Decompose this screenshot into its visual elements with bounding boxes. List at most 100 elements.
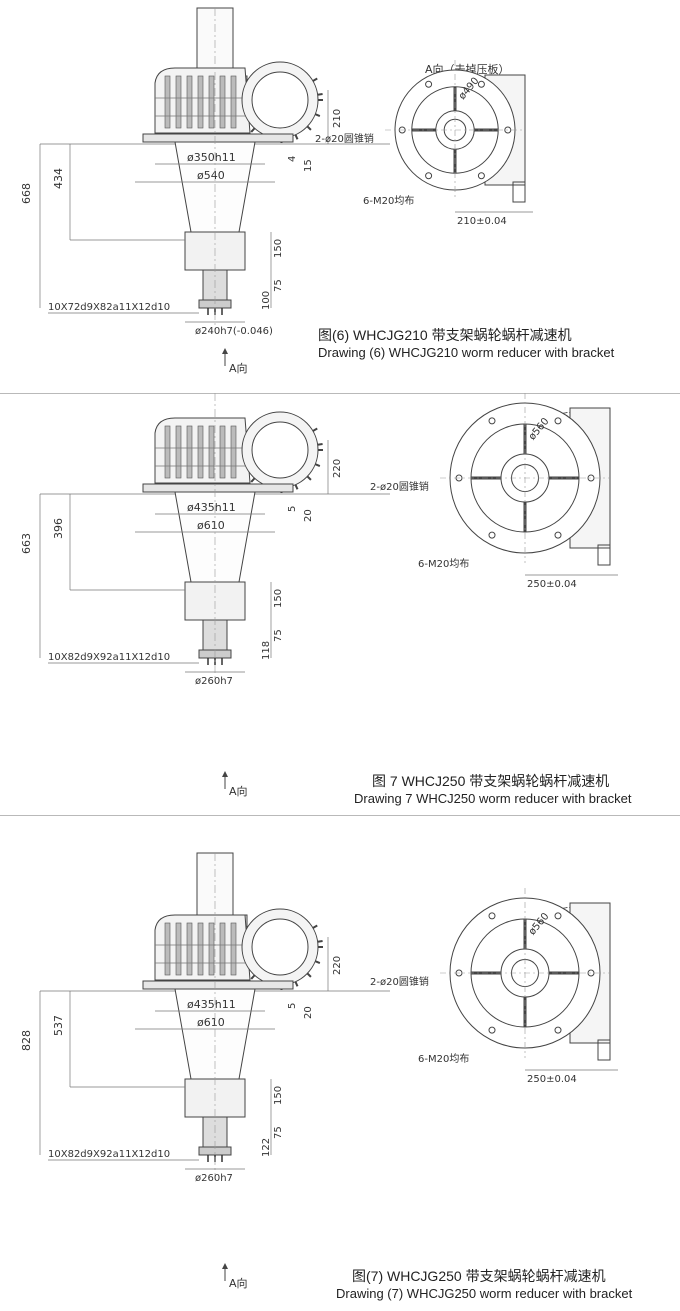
worm-housing-fin	[250, 127, 256, 133]
worm-housing-fin	[294, 484, 299, 490]
cooling-fin	[230, 75, 237, 129]
caption-en: Drawing (7) WHCJG250 worm reducer with b…	[336, 1286, 633, 1301]
dim-small-b: 15	[303, 159, 314, 172]
bolt-hole	[488, 531, 496, 539]
upper-height-label: 434	[52, 168, 65, 189]
cooling-fin	[186, 425, 193, 479]
bolt-hole	[554, 912, 562, 920]
dim-lower: 100	[261, 291, 272, 310]
cooling-fin	[164, 75, 171, 129]
dim-150: 150	[273, 1086, 284, 1105]
dim-small-a: 5	[287, 1003, 298, 1009]
base-flange	[142, 133, 294, 143]
worm-housing-fin	[312, 924, 318, 929]
dim-lower: 122	[261, 1138, 272, 1157]
cooling-fin	[175, 425, 182, 479]
shaft-diameter-label: ø240h7(-0.046)	[195, 326, 273, 337]
bolt-hole	[488, 417, 496, 425]
bolt-hole	[488, 1026, 496, 1034]
worm-shaft-end	[597, 1039, 611, 1061]
worm-housing-fin	[250, 477, 256, 483]
gearbox-body	[154, 61, 323, 144]
caption-cn: 图(7) WHCJG250 带支架蜗轮蜗杆减速机	[352, 1268, 606, 1284]
cooling-fin	[164, 425, 171, 479]
technical-drawing-1: ø350h11ø54066843410X72d9X82a11X12d10ø240…	[20, 7, 533, 375]
worm-housing-fin	[317, 940, 323, 943]
bolts-label: 6-M20均布	[418, 558, 469, 570]
spline-spec-label: 10X82d9X92a11X12d10	[48, 1149, 170, 1160]
dim-small-b: 20	[303, 509, 314, 522]
worm-housing-fin	[250, 974, 256, 980]
cooling-fin	[197, 75, 204, 129]
cooling-fin	[197, 922, 204, 976]
cooling-fin	[219, 922, 226, 976]
total-height-label: 663	[20, 533, 33, 554]
spline-spec-label: 10X82d9X92a11X12d10	[48, 652, 170, 663]
caption-en: Drawing 7 WHCJ250 worm reducer with brac…	[354, 791, 632, 806]
view-arrow-label: A向	[229, 1276, 248, 1290]
cooling-fin	[219, 75, 226, 129]
spline-spec-label: 10X72d9X82a11X12d10	[48, 302, 170, 313]
dim-lower: 118	[261, 641, 272, 660]
gearbox-body	[154, 908, 323, 991]
panel-divider-1	[0, 393, 680, 394]
motor-height-label: 220	[332, 956, 343, 975]
technical-drawing-3: ø435h11ø61082853710X82d9X92a11X12d10ø260…	[20, 852, 618, 1290]
bolt-hole	[504, 126, 512, 134]
worm-bore	[251, 918, 309, 976]
bolt-hole	[425, 80, 433, 88]
center-distance-label: 250±0.04	[527, 579, 577, 590]
worm-housing-fin	[314, 463, 321, 468]
cooling-fin	[219, 425, 226, 479]
bolt-hole	[554, 531, 562, 539]
bolt-hole	[554, 1026, 562, 1034]
cooling-fin	[230, 922, 237, 976]
spigot-diameter-label: ø350h11	[187, 151, 236, 164]
pins-label: 2-ø20圆锥销	[315, 132, 374, 145]
worm-housing-fin	[317, 443, 323, 446]
bolts-label: 6-M20均布	[418, 1053, 469, 1065]
caption-cn: 图 7 WHCJ250 带支架蜗轮蜗杆减速机	[372, 773, 610, 789]
caption-cn: 图(6) WHCJG210 带支架蜗轮蜗杆减速机	[318, 327, 572, 343]
panel-divider-2	[0, 815, 680, 816]
worm-bore	[251, 421, 309, 479]
worm-housing-fin	[306, 972, 312, 978]
bolt-hole	[477, 172, 485, 180]
cooling-fin	[186, 922, 193, 976]
bolt-hole	[425, 172, 433, 180]
worm-bore	[251, 71, 309, 129]
gearbox-body	[154, 411, 323, 494]
pins-label: 2-ø20圆锥销	[370, 480, 429, 493]
worm-shaft-end	[597, 544, 611, 566]
flange-diameter-label: ø610	[197, 1016, 225, 1029]
motor-height-label: 210	[332, 109, 343, 128]
dim-75: 75	[273, 629, 284, 642]
flange-diameter-label: ø610	[197, 519, 225, 532]
upper-height-label: 537	[52, 1015, 65, 1036]
cooling-fin	[208, 425, 215, 479]
worm-housing-fin	[317, 93, 323, 96]
worm-housing-fin	[306, 125, 312, 131]
dim-small-b: 20	[303, 1006, 314, 1019]
flange-diameter-label: ø540	[197, 169, 225, 182]
view-arrow-head	[222, 771, 228, 777]
center-distance-label: 250±0.04	[527, 1074, 577, 1085]
cooling-fin	[186, 75, 193, 129]
base-flange	[142, 483, 294, 493]
bolt-hole	[554, 417, 562, 425]
view-arrow-label: A向	[229, 361, 248, 375]
motor-height-label: 220	[332, 459, 343, 478]
cooling-fin	[230, 425, 237, 479]
dim-75: 75	[273, 279, 284, 292]
view-arrow-label: A向	[229, 784, 248, 798]
spigot-diameter-label: ø435h11	[187, 998, 236, 1011]
total-height-label: 828	[20, 1030, 33, 1051]
base-flange	[142, 980, 294, 990]
view-arrow-head	[222, 1263, 228, 1269]
caption-en: Drawing (6) WHCJG210 worm reducer with b…	[318, 345, 615, 360]
cooling-fin	[208, 922, 215, 976]
worm-housing-fin	[314, 113, 321, 118]
